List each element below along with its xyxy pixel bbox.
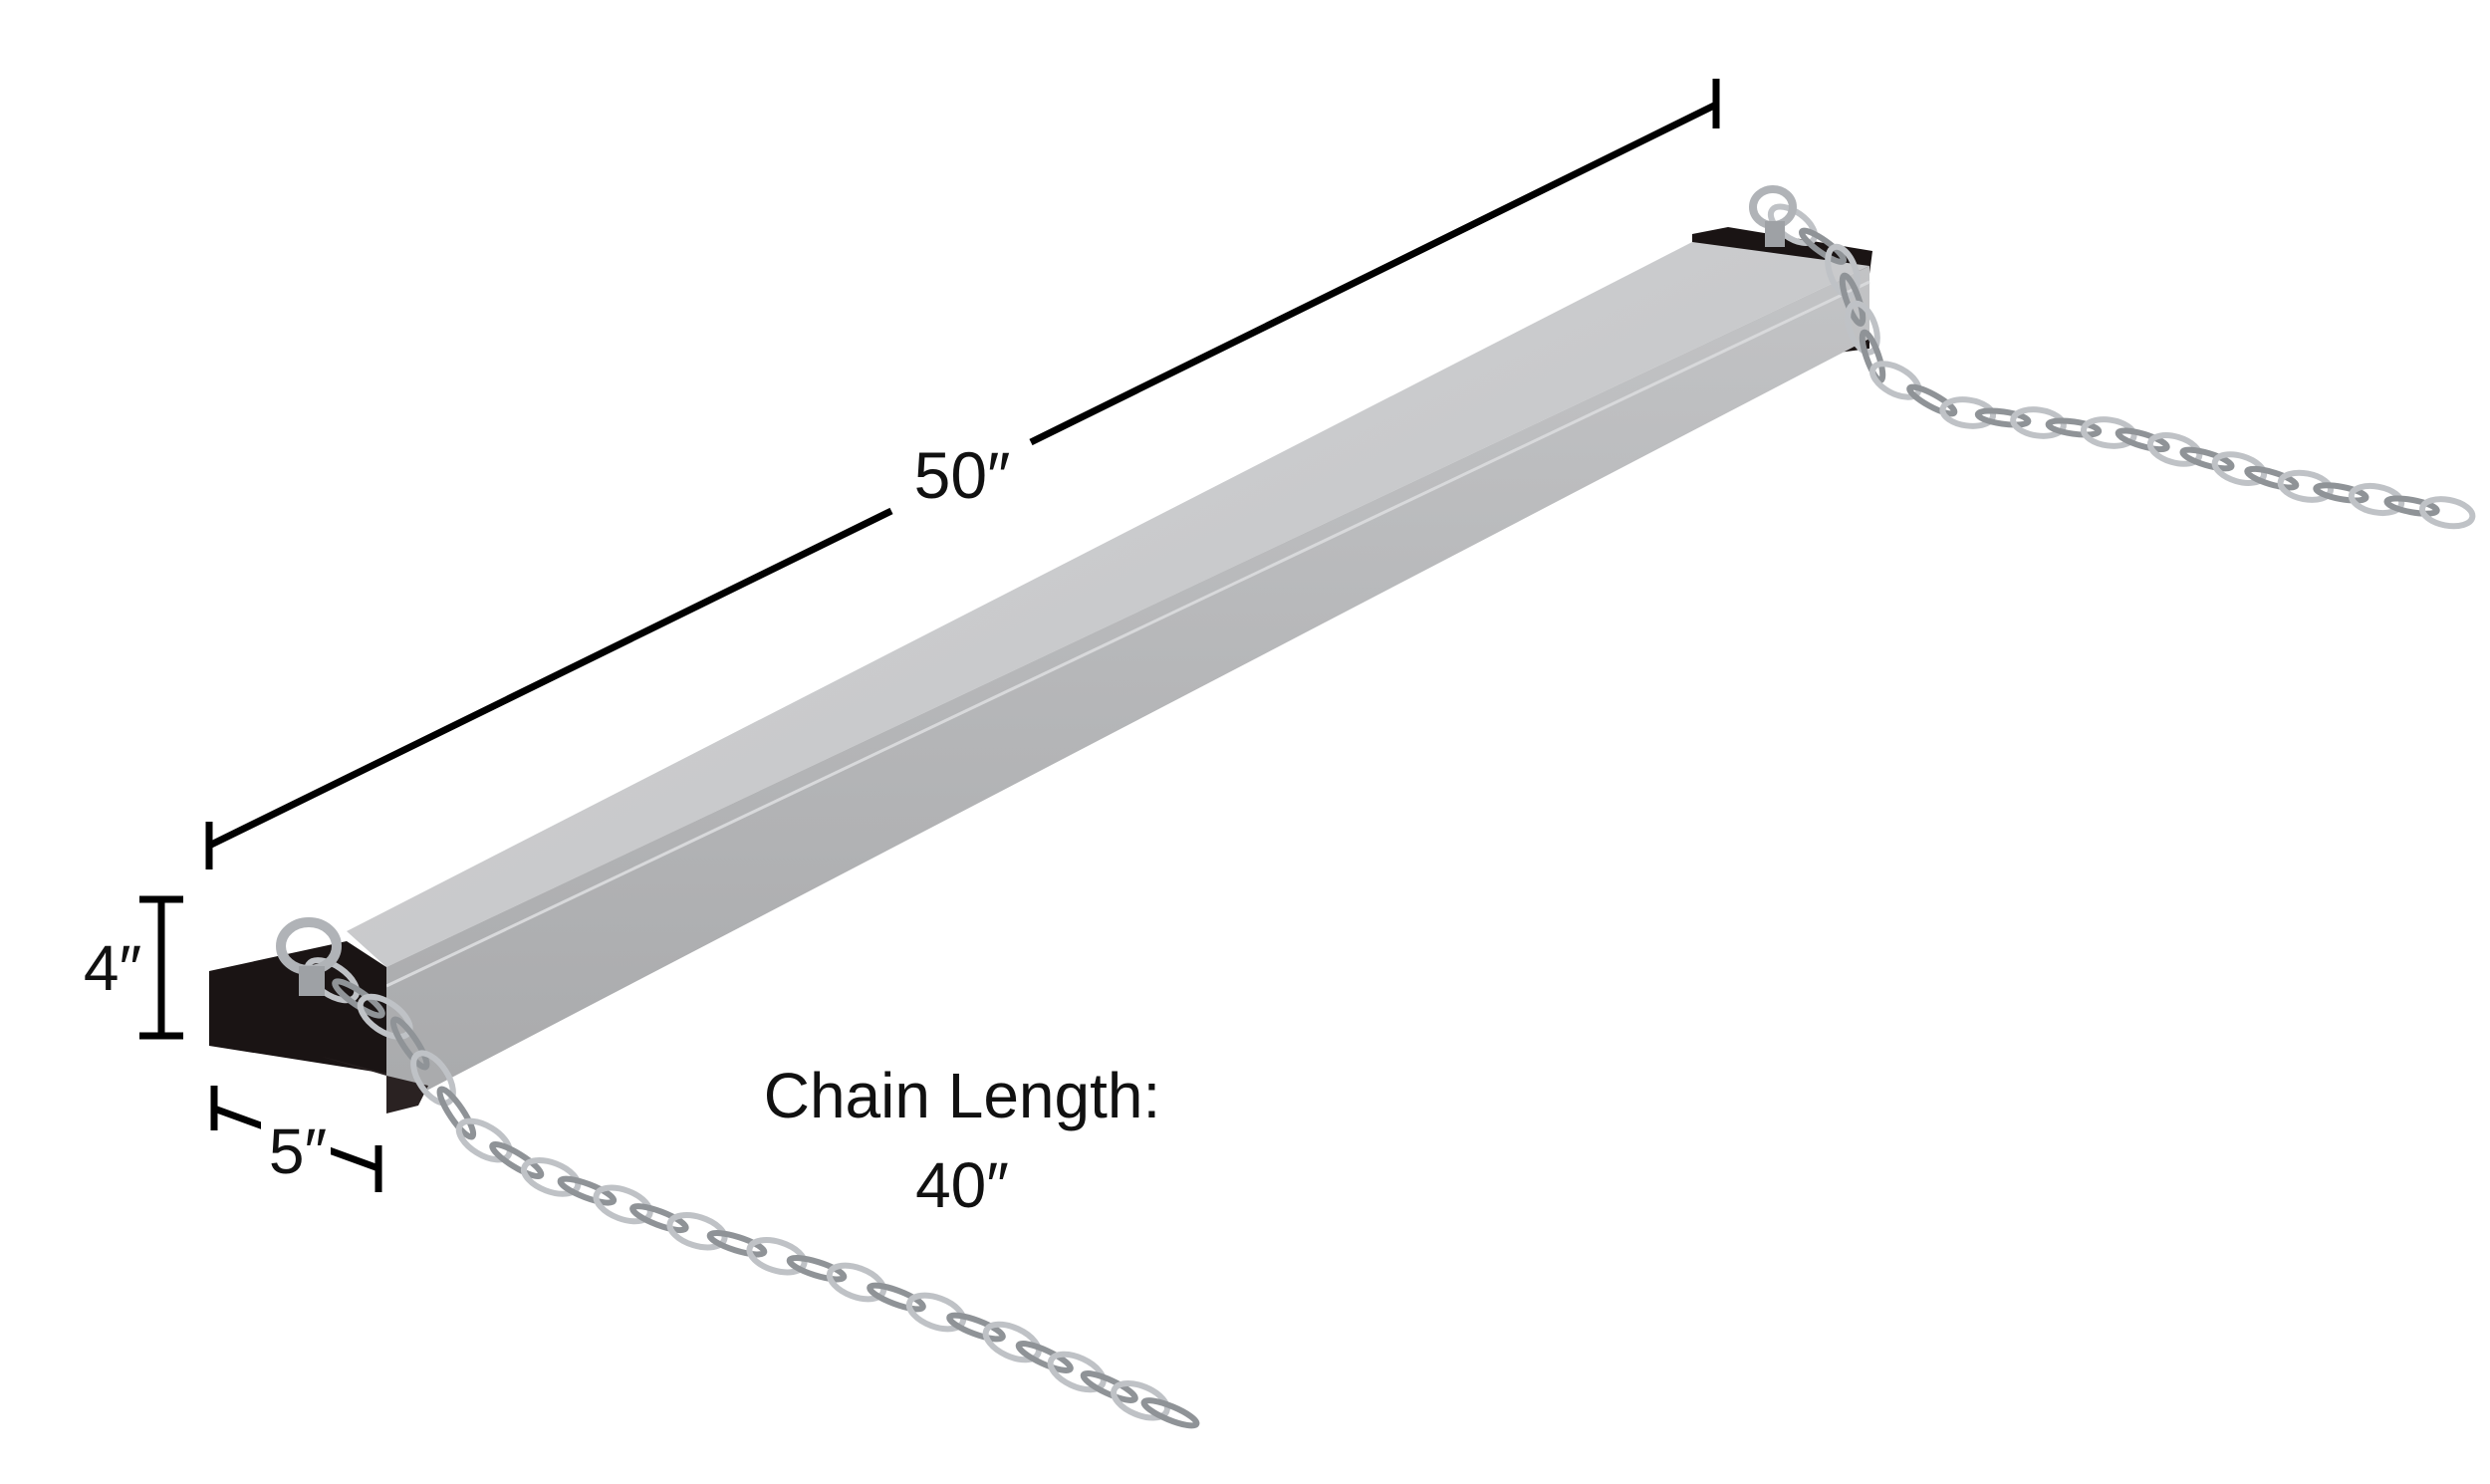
chain-link — [1111, 1379, 1170, 1421]
chain-link — [946, 1312, 1006, 1343]
chain-link — [786, 1255, 848, 1283]
right-chain — [1767, 203, 2476, 530]
chain-link — [629, 1203, 689, 1234]
chain-link — [593, 1184, 653, 1225]
width-label-bg — [261, 1111, 331, 1170]
beam-edge-highlight — [385, 280, 1870, 988]
chain-link — [1859, 329, 1886, 383]
chain-link — [2179, 446, 2235, 472]
length-label: 50″ — [914, 438, 1011, 512]
chain-link — [905, 1292, 967, 1333]
chain-link — [436, 1086, 477, 1140]
beam-top-face — [347, 242, 1869, 967]
chain-length-label: Chain Length: — [764, 1060, 1161, 1131]
chain-link — [1906, 383, 1958, 417]
chain-link — [2383, 495, 2440, 517]
chain-link — [666, 1212, 728, 1251]
length-line-left — [207, 507, 893, 850]
chain-link — [1939, 396, 1997, 429]
chain-link — [1767, 203, 1819, 246]
chain-link — [1845, 300, 1880, 356]
left-foot — [319, 1056, 428, 1113]
chain-link — [2045, 417, 2103, 438]
beam-side-face — [386, 266, 1869, 1112]
chain-link — [2146, 432, 2203, 467]
chain-link — [2348, 482, 2405, 517]
chain-link — [2115, 427, 2170, 453]
chain-link — [2211, 451, 2268, 486]
width-label: 5″ — [269, 1115, 327, 1187]
chain-link — [520, 1157, 582, 1197]
chain-link — [1015, 1341, 1074, 1373]
left-end-cap — [209, 941, 386, 1074]
chain-link — [332, 978, 385, 1019]
width-dimension: 5″ — [210, 1086, 382, 1192]
chain-link — [1825, 243, 1861, 299]
chain-link — [2010, 406, 2067, 439]
chain-link — [746, 1237, 808, 1276]
length-dimension: 50″ — [205, 79, 1720, 869]
height-label: 4″ — [84, 932, 141, 1004]
chain-link — [2277, 469, 2334, 503]
chain-link — [1047, 1351, 1107, 1393]
length-line-right — [1029, 101, 1718, 446]
beam — [209, 227, 1872, 1113]
chain-link — [1869, 361, 1922, 400]
chain-link — [867, 1282, 926, 1313]
chain-link — [826, 1262, 887, 1303]
chain-link — [557, 1175, 618, 1206]
chain-link — [2244, 465, 2300, 491]
chain-link — [706, 1230, 768, 1258]
chain-link — [489, 1140, 545, 1180]
chain-link — [1974, 407, 2032, 428]
chain-link — [1798, 227, 1848, 265]
left-eye-bolt — [276, 917, 342, 996]
height-dimension: 4″ — [84, 895, 183, 1040]
chain-link — [1140, 1397, 1200, 1429]
chain-link — [389, 1016, 430, 1071]
chain-link — [410, 1050, 456, 1107]
chain-link — [2313, 482, 2369, 504]
chain-link — [982, 1321, 1042, 1363]
chain-link — [2080, 416, 2137, 449]
right-eye-bolt — [1749, 185, 1797, 247]
chain-length-value: 40″ — [915, 1149, 1009, 1221]
chain-link — [1839, 272, 1867, 327]
chain-link — [455, 1117, 513, 1163]
chain-link — [2419, 496, 2476, 530]
chain-link — [1080, 1370, 1138, 1403]
